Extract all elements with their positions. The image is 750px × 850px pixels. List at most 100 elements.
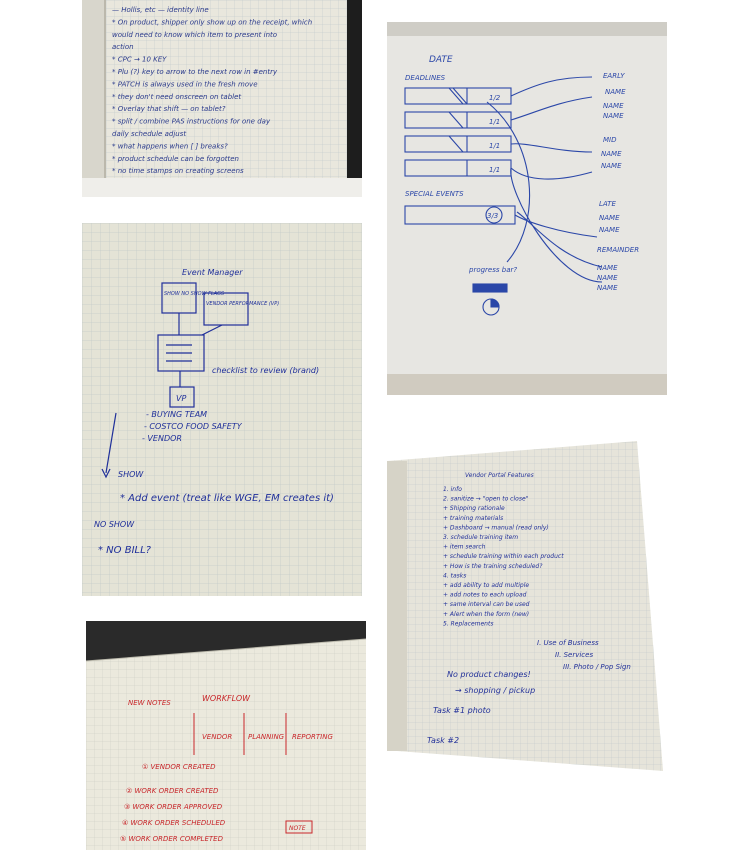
handwritten-line: * PATCH is always used in the fresh move — [112, 80, 258, 88]
handwritten-line: + schedule training within each product — [443, 553, 564, 560]
whiteboard-text: DATE DEADLINES SPECIAL EVENTS 1/2 1/1 1/… — [405, 55, 639, 292]
svg-text:② WORK ORDER CREATED: ② WORK ORDER CREATED — [126, 787, 219, 795]
svg-text:II. Services: II. Services — [555, 651, 593, 659]
handwritten-line: action — [112, 43, 134, 51]
svg-text:REMAINDER: REMAINDER — [597, 246, 639, 254]
svg-text:III. Photo / Pop Sign: III. Photo / Pop Sign — [563, 663, 631, 671]
svg-text:NAME: NAME — [599, 226, 620, 234]
whiteboard-drawing — [404, 76, 603, 316]
svg-text:EARLY: EARLY — [603, 72, 625, 80]
svg-text:NOTE: NOTE — [289, 825, 306, 832]
svg-text:1/2: 1/2 — [489, 94, 501, 102]
svg-text:NEW NOTES: NEW NOTES — [128, 699, 171, 707]
svg-text:④ WORK ORDER SCHEDULED: ④ WORK ORDER SCHEDULED — [122, 819, 226, 827]
features-bottom-text: No product changes! → shopping / pickup … — [427, 670, 535, 745]
workflow-drawing — [193, 713, 313, 834]
svg-text:checklist to review (brand): checklist to review (brand) — [212, 366, 319, 375]
svg-text:progress bar?: progress bar? — [468, 266, 517, 274]
notebook-photo-top-left: — Hollis, etc — identity line * On produc… — [82, 0, 362, 197]
notebook-page-image: WORKFLOW NEW NOTES VENDOR PLANNING REPOR… — [86, 621, 366, 850]
svg-text:SPECIAL EVENTS: SPECIAL EVENTS — [405, 190, 464, 198]
handwritten-line: * product schedule can be forgotten — [112, 155, 239, 163]
svg-text:NAME: NAME — [603, 102, 624, 110]
notebook-photo-workflow: WORKFLOW NEW NOTES VENDOR PLANNING REPOR… — [86, 621, 366, 850]
handwritten-line: 5. Replacements — [443, 620, 493, 627]
svg-text:NAME: NAME — [605, 88, 626, 96]
svg-text:DATE: DATE — [429, 55, 453, 65]
features-heading: Vendor Portal Features — [465, 472, 534, 479]
svg-text:NO SHOW: NO SHOW — [94, 520, 135, 529]
handwritten-line: * split / combine PAS instructions for o… — [112, 118, 271, 126]
handwritten-line: 2. sanitize → "open to close" — [443, 496, 529, 503]
svg-text:REPORTING: REPORTING — [292, 733, 333, 741]
svg-text:VENDOR: VENDOR — [202, 733, 232, 741]
svg-text:3/3: 3/3 — [487, 212, 498, 220]
svg-text:① VENDOR CREATED: ① VENDOR CREATED — [142, 763, 216, 771]
handwritten-line: 1. info — [443, 486, 462, 493]
handwritten-line: would need to know which item to present… — [112, 31, 277, 39]
svg-text:* NO BILL?: * NO BILL? — [98, 545, 152, 556]
handwritten-line: + Dashboard → manual (read only) — [443, 524, 549, 531]
handwritten-line: + add ability to add multiple — [443, 582, 529, 589]
svg-text:NAME: NAME — [597, 274, 618, 282]
svg-text:- COSTCO FOOD SAFETY: - COSTCO FOOD SAFETY — [144, 422, 243, 431]
svg-text:1/1: 1/1 — [489, 118, 500, 126]
handwritten-line: daily schedule adjust — [112, 130, 186, 138]
svg-text:Task #2: Task #2 — [427, 736, 459, 745]
handwritten-line: + How is the training scheduled? — [443, 563, 543, 570]
handwritten-line: + Shipping rationale — [443, 505, 505, 512]
svg-text:③ WORK ORDER APPROVED: ③ WORK ORDER APPROVED — [124, 803, 223, 811]
handwritten-line: * they don't need onscreen on tablet — [112, 93, 241, 101]
handwritten-line: — Hollis, etc — identity line — [112, 6, 209, 14]
handwritten-line: + Alert when the form (new) — [443, 611, 529, 618]
handwritten-line: + training materials — [443, 515, 503, 522]
svg-text:NAME: NAME — [597, 264, 618, 272]
handwritten-line: * what happens when [ ] breaks? — [112, 142, 228, 150]
whiteboard-photo: DATE DEADLINES SPECIAL EVENTS 1/2 1/1 1/… — [387, 22, 667, 395]
handwritten-line: 4. tasks — [443, 572, 466, 579]
svg-text:MID: MID — [603, 136, 617, 144]
flowchart-drawing — [101, 282, 249, 479]
flowchart-text: Event Manager SHOW NO SHOW FLAGS VENDOR … — [94, 268, 334, 556]
svg-text:Event Manager: Event Manager — [182, 268, 243, 277]
workflow-text: WORKFLOW NEW NOTES VENDOR PLANNING REPOR… — [120, 694, 333, 843]
svg-text:SHOW: SHOW — [118, 470, 144, 479]
svg-text:PLANNING: PLANNING — [248, 733, 285, 741]
svg-text:LATE: LATE — [599, 200, 616, 208]
svg-text:NAME: NAME — [601, 150, 622, 158]
handwritten-line: * Overlay that shift — on tablet? — [112, 105, 226, 113]
svg-text:* Add event (treat like WGE, E: * Add event (treat like WGE, EM creates … — [120, 493, 334, 504]
svg-text:NAME: NAME — [597, 284, 618, 292]
svg-text:- VENDOR: - VENDOR — [142, 434, 182, 443]
svg-text:I. Use of Business: I. Use of Business — [537, 639, 599, 647]
svg-text:NAME: NAME — [599, 214, 620, 222]
svg-text:WORKFLOW: WORKFLOW — [202, 694, 251, 703]
svg-text:- BUYING TEAM: - BUYING TEAM — [146, 410, 207, 419]
svg-text:→ shopping / pickup: → shopping / pickup — [455, 686, 535, 695]
svg-text:SHOW NO SHOW FLAGS: SHOW NO SHOW FLAGS — [164, 291, 225, 297]
notebook-page-image: — Hollis, etc — identity line * On produc… — [82, 0, 362, 197]
handwritten-line: + item search — [443, 544, 486, 551]
handwritten-line: + same interval can be used — [443, 601, 530, 608]
handwritten-line: + add notes to each upload — [443, 592, 527, 599]
svg-text:1/1: 1/1 — [489, 142, 500, 150]
notebook-photo-flowchart: Event Manager SHOW NO SHOW FLAGS VENDOR … — [82, 223, 362, 596]
handwritten-line: * On product, shipper only show up on th… — [112, 18, 312, 26]
handwritten-line: * CPC → 10 KEY — [112, 56, 167, 64]
notebook-text: — Hollis, etc — identity line * On produc… — [112, 6, 312, 175]
handwritten-line: * Plu (?) key to arrow to the next row i… — [112, 68, 278, 76]
svg-text:Task #1 photo: Task #1 photo — [433, 706, 491, 715]
handwritten-line: 3. schedule training item — [443, 534, 518, 541]
svg-text:1/1: 1/1 — [489, 166, 500, 174]
svg-text:NAME: NAME — [603, 112, 624, 120]
whiteboard-image: DATE DEADLINES SPECIAL EVENTS 1/2 1/1 1/… — [387, 22, 667, 395]
handwritten-line: * no time stamps on creating screens — [112, 167, 244, 175]
notebook-page-image: Event Manager SHOW NO SHOW FLAGS VENDOR … — [82, 223, 362, 596]
svg-text:No product changes!: No product changes! — [447, 670, 531, 679]
svg-text:DEADLINES: DEADLINES — [405, 74, 446, 82]
svg-text:NAME: NAME — [601, 162, 622, 170]
svg-text:VP: VP — [176, 394, 186, 403]
